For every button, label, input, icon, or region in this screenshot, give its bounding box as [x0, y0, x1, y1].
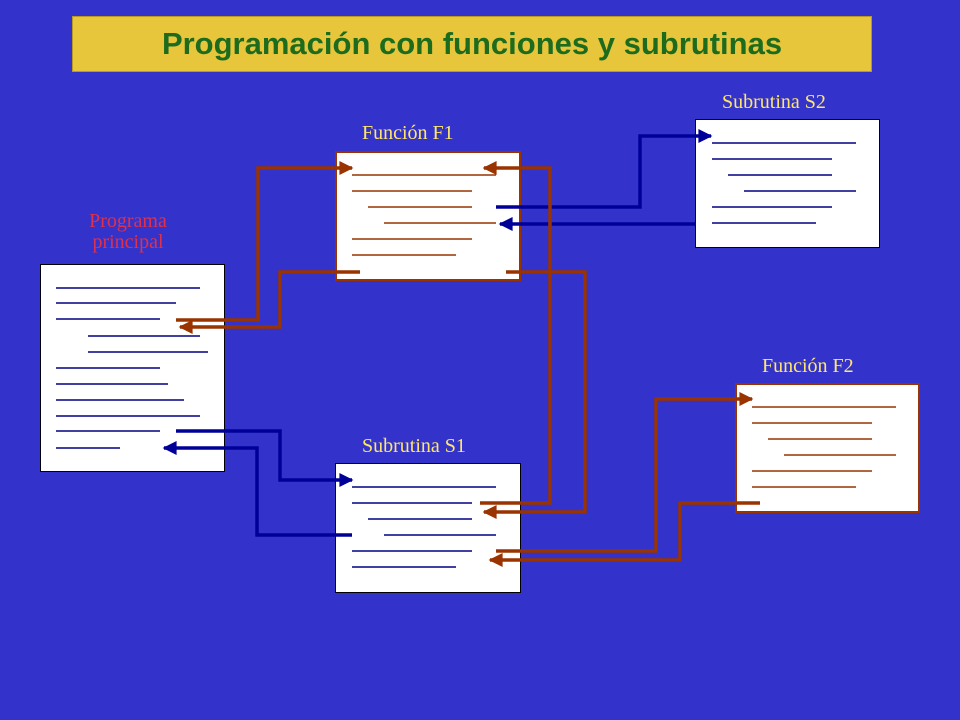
label-function-f1: Función F1	[362, 122, 454, 144]
label-subroutine-s2: Subrutina S2	[722, 91, 826, 113]
arrow-f1-to-s2	[496, 129, 713, 209]
function-f1-code-lines	[352, 174, 496, 256]
label-subroutine-s1: Subrutina S1	[362, 435, 466, 457]
arrow-main-to-f1	[176, 161, 354, 322]
function-f2-box	[735, 383, 920, 513]
label-main-program: Programa principal	[89, 210, 167, 253]
subroutine-s1-code-lines	[352, 486, 496, 568]
arrow-f1-to-main	[178, 270, 336, 334]
main-program-code-lines	[56, 287, 208, 449]
arrow-s1-to-f1	[480, 161, 552, 505]
arrow-main-to-s1	[176, 429, 354, 487]
arrow-s1-to-f2	[496, 392, 754, 553]
subroutine-s1-box	[335, 463, 521, 593]
page-title: Programación con funciones y subrutinas	[161, 26, 783, 61]
label-function-f2: Función F2	[762, 355, 854, 377]
subroutine-s2-code-lines	[712, 142, 856, 224]
title-banner: Programación con funciones y subrutinas	[72, 16, 872, 72]
arrow-f2-to-s1	[488, 501, 736, 567]
subroutine-s2-box	[695, 119, 880, 248]
arrow-f1-to-s1	[482, 270, 587, 519]
arrow-s1-to-main	[162, 441, 336, 537]
function-f2-code-lines	[752, 406, 896, 488]
